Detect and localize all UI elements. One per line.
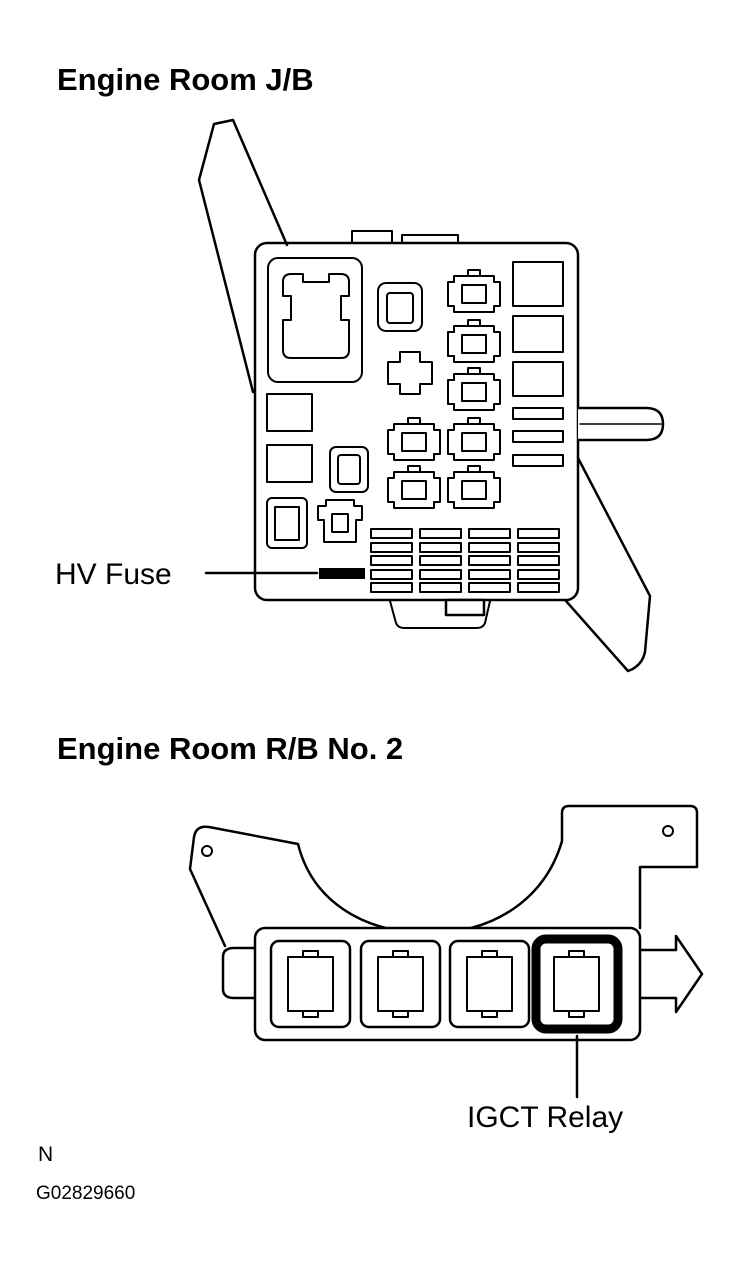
relay-slot (387, 465, 441, 509)
jb-fuse-block (512, 261, 564, 307)
figure-footer: N G02829660 (36, 1143, 135, 1204)
jb-fuse-bar (512, 407, 564, 420)
jb-bottom-tab (389, 600, 491, 629)
fuse-slot (419, 569, 462, 580)
jb-slot-inner (274, 506, 300, 541)
jb-top-tab (351, 230, 393, 244)
rb2-body (253, 926, 642, 1042)
hv-fuse-label: HV Fuse (55, 558, 172, 591)
fuse-slot (468, 528, 511, 539)
jb-fuse-block (266, 393, 313, 432)
fuse-slot (468, 542, 511, 553)
fuse-slot (517, 582, 560, 593)
igct-relay-highlight-frame (531, 934, 623, 1034)
jb-fuse-block (512, 361, 564, 397)
fuse-slot (517, 555, 560, 566)
relay-slot (447, 269, 501, 313)
jb-top-tab (401, 234, 459, 244)
jb-relay-frame (329, 446, 369, 493)
figure-code: G02829660 (36, 1183, 135, 1204)
jb-large-connector (282, 273, 350, 359)
jb-mounting-arm (197, 118, 289, 394)
jb-plus-relay (387, 351, 433, 395)
fuse-slot (370, 582, 413, 593)
relay-slot (447, 465, 501, 509)
jb-fuse-bar (512, 430, 564, 443)
rb2-title: Engine Room R/B No. 2 (57, 731, 403, 766)
fuse-slot (419, 528, 462, 539)
relay-slot-frame (269, 939, 352, 1029)
fuse-slot (468, 582, 511, 593)
jb-mounting-foot (564, 456, 652, 673)
footnote-letter: N (38, 1143, 53, 1166)
fuse-slot (419, 582, 462, 593)
fuse-slot (468, 569, 511, 580)
jb-fuse-bar (512, 454, 564, 467)
fuse-slot (468, 555, 511, 566)
relay-slot (447, 417, 501, 461)
fuse-slot (370, 555, 413, 566)
rb2-bracket-outline (188, 804, 699, 948)
jb-large-connector-frame (267, 257, 363, 383)
jb-bottom-tab-block (444, 598, 486, 617)
relay-slot-frame (359, 939, 442, 1029)
fuse-slot (517, 542, 560, 553)
jb-relay-inner (337, 454, 361, 485)
engine-room-rb2-diagram: Engine Room R/B No. 2 IGCT Relay (57, 731, 704, 1134)
relay-slot (447, 367, 501, 411)
rb2-left-tab (221, 946, 255, 1000)
jb-fuse-block (512, 315, 564, 353)
fuse-slot (370, 542, 413, 553)
jb-title: Engine Room J/B (57, 62, 314, 97)
jb-slot-frame (266, 497, 308, 549)
igct-relay-label: IGCT Relay (467, 1101, 623, 1134)
fuse-slot (370, 528, 413, 539)
relay-slot (387, 417, 441, 461)
jb-relay-inner (386, 292, 414, 324)
jb-box-body (253, 241, 580, 602)
jb-fuse-block (266, 444, 313, 483)
fuse-slot (419, 555, 462, 566)
jb-relay-frame (377, 282, 423, 332)
fuse-slot (419, 542, 462, 553)
relay-slot-frame (448, 939, 531, 1029)
rb2-arrow-tab (638, 934, 704, 1014)
relay-slot (447, 319, 501, 363)
fuse-slot (517, 569, 560, 580)
engine-room-jb-diagram: Engine Room J/B (55, 62, 665, 673)
hv-fuse-highlight (319, 568, 365, 579)
rb2-mount-hole (201, 845, 213, 857)
jb-plug-inner (331, 513, 349, 533)
jb-plug (317, 499, 363, 543)
fuse-slot (517, 528, 560, 539)
rb2-mount-hole (662, 825, 674, 837)
fuse-slot (370, 569, 413, 580)
